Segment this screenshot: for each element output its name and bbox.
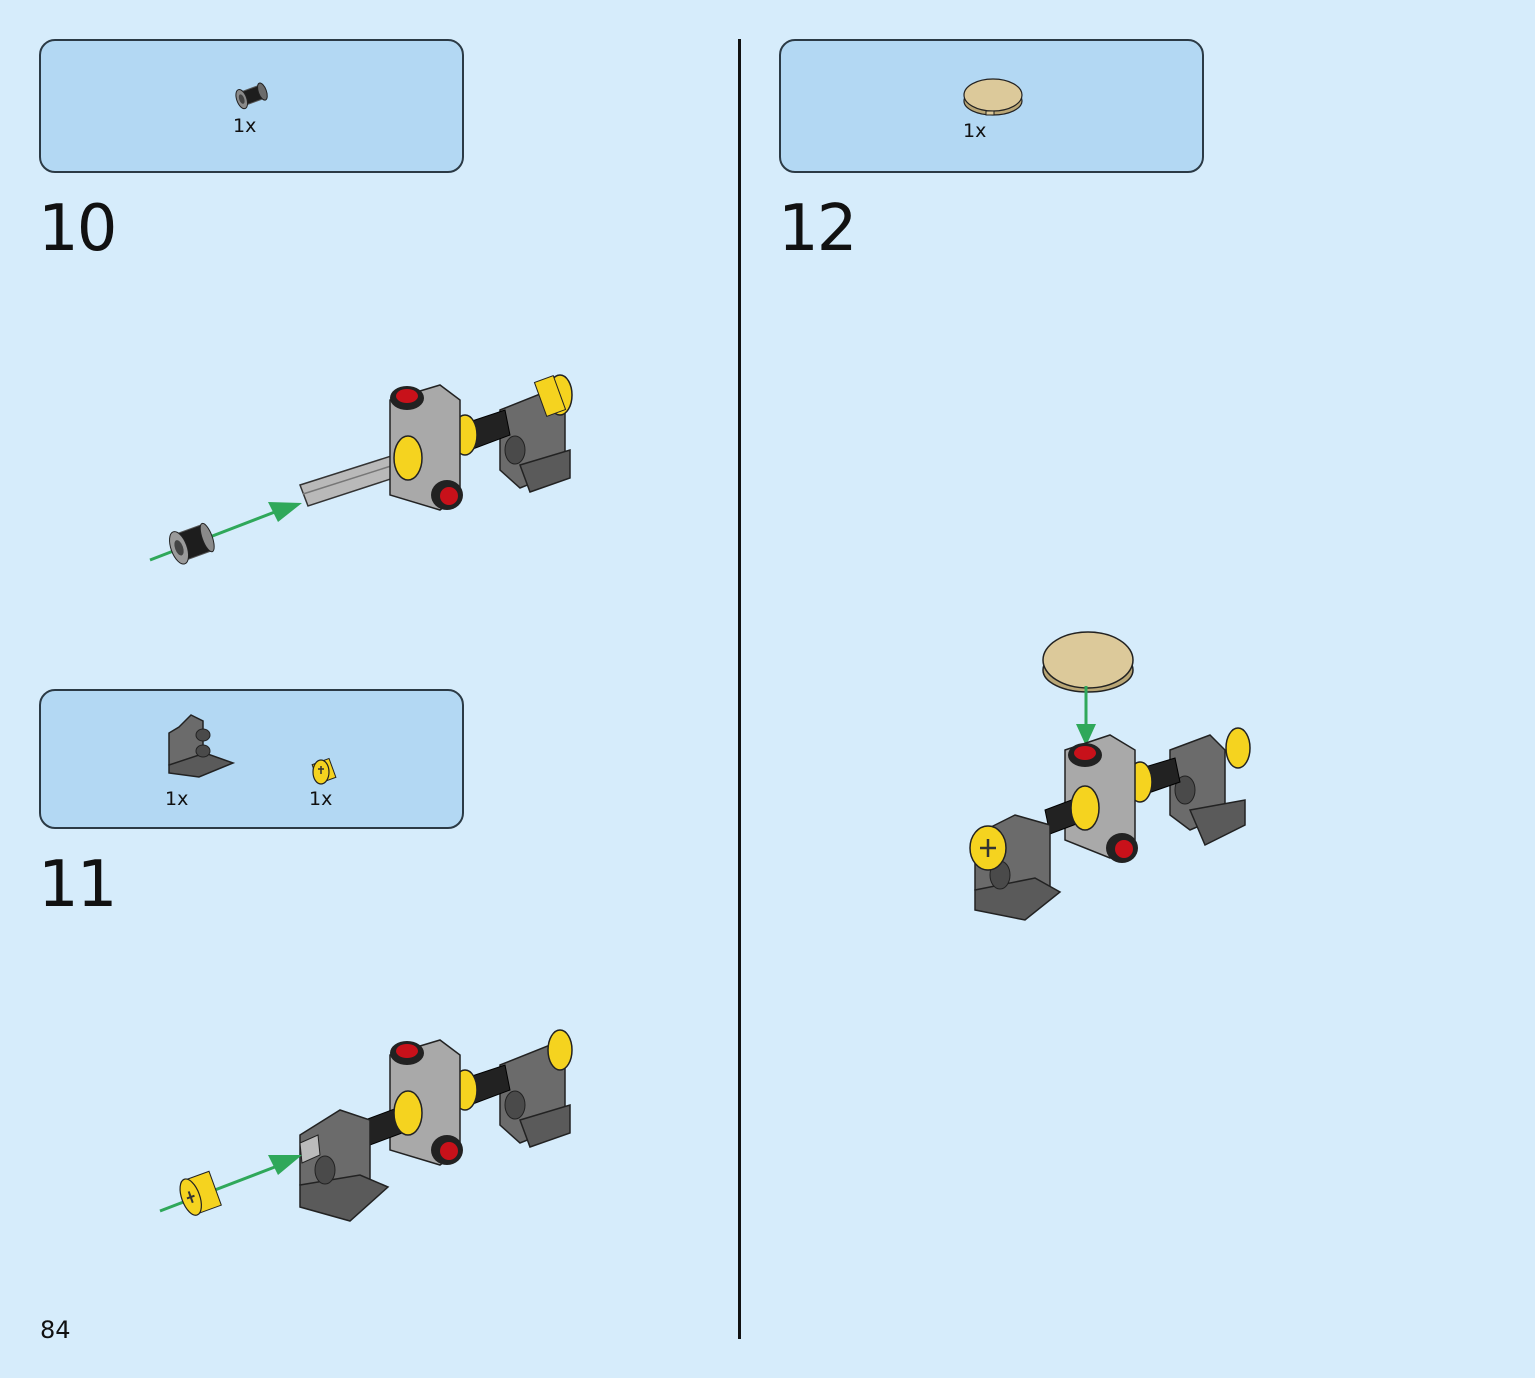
yellow-bush-icon <box>307 755 341 787</box>
step-number: 12 <box>778 192 857 266</box>
part-quantity: 1x <box>963 120 987 142</box>
step-11-parts-box: 1x 1x <box>39 689 464 829</box>
part-quantity: 1x <box>233 115 257 137</box>
page-number: 84 <box>40 1316 71 1344</box>
step-12-assembly-illustration <box>960 620 1260 930</box>
column-divider <box>738 39 741 1339</box>
step-10-assembly-illustration <box>140 370 580 580</box>
part-quantity: 1x <box>309 788 333 810</box>
step-12-parts-box: 1x <box>779 39 1204 173</box>
part-quantity: 1x <box>165 788 189 810</box>
step-number: 10 <box>38 192 117 266</box>
step-11-assembly-illustration <box>140 1025 580 1235</box>
step-10-parts-box: 1x <box>39 39 464 173</box>
pin-connector-perpendicular-icon <box>165 713 235 785</box>
tan-round-tile-icon <box>962 75 1024 119</box>
bush-icon <box>232 79 274 111</box>
step-number: 11 <box>38 848 117 922</box>
